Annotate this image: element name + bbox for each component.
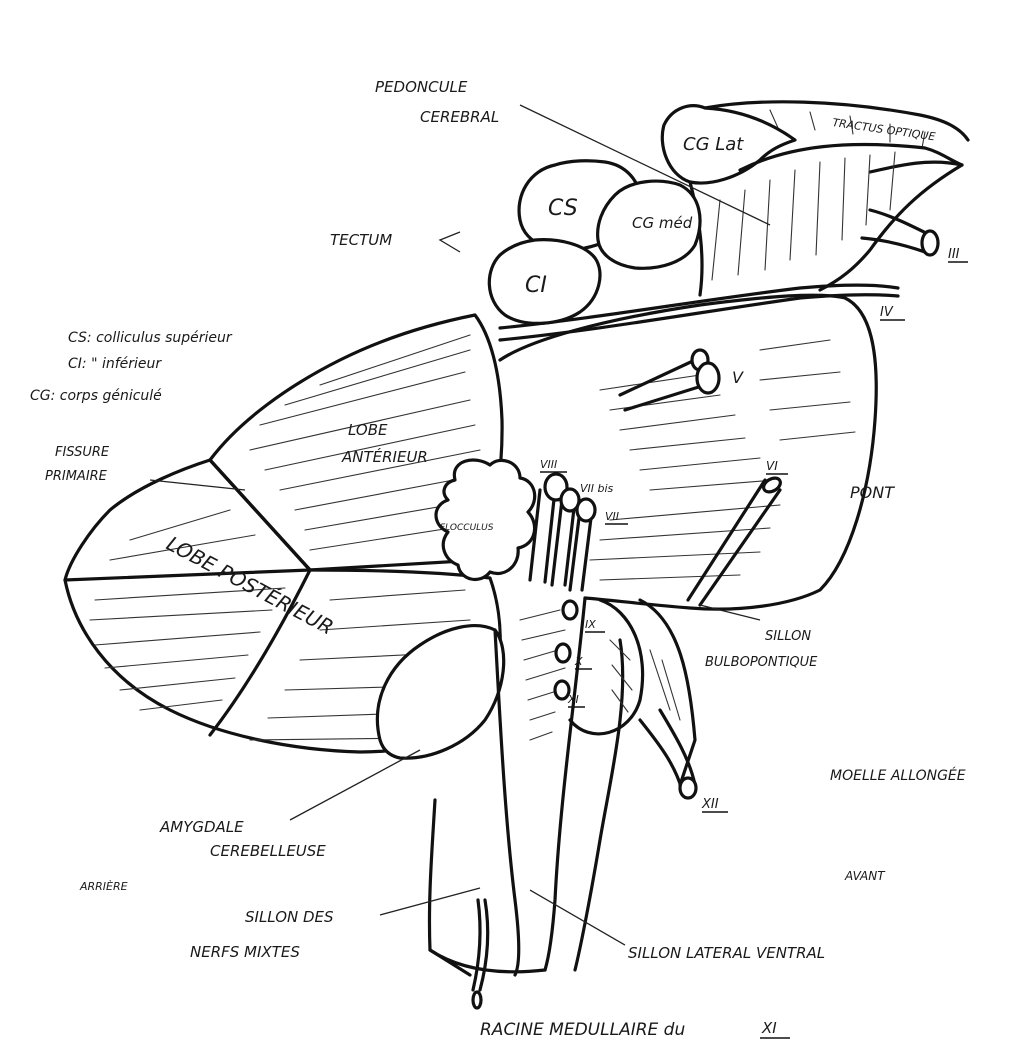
legend-line-1: CS: colliculus supérieur	[68, 330, 233, 346]
avant-label: AVANT	[844, 869, 886, 883]
cg-med-label: CG méd	[632, 214, 693, 232]
pont-shape	[500, 295, 876, 609]
nerve-iv-label: IV	[880, 305, 894, 320]
tractus-label: TRACTUS OPTIQUE	[832, 116, 937, 143]
sillon-bulbo-label-2: BULBOPONTIQUE	[705, 655, 818, 670]
nerve-x-label: X	[574, 655, 583, 668]
ci-label: CI	[525, 273, 547, 298]
flocculus-label: FLOCCULUS	[440, 523, 494, 533]
cg-lat-label: CG Lat	[683, 134, 744, 155]
tectum-arrow	[440, 232, 460, 252]
legend-line-3: CG: corps géniculé	[30, 388, 162, 404]
nerve-iii-label: III	[948, 247, 960, 262]
pedoncule-label-1: PEDONCULE	[375, 78, 468, 96]
racine-nerve-label: XI	[761, 1019, 777, 1037]
sillon-bulbo-label-1: SILLON	[765, 629, 811, 644]
amygdale-label-2: CEREBELLEUSE	[210, 842, 326, 860]
sillon-nerfs-label-1: SILLON DES	[245, 908, 334, 926]
nerve-viii-label: VIII	[540, 458, 557, 471]
lobe-posterieur-label: LOBE POSTÉRIEUR	[163, 531, 338, 639]
fissure-label-1: FISSURE	[55, 445, 110, 460]
legend-line-2: CI: " inférieur	[68, 356, 162, 372]
nerve-vi-label: VI	[766, 459, 778, 473]
pedoncule-label-2: CEREBRAL	[420, 108, 499, 126]
fissure-label-2: PRIMAIRE	[45, 469, 108, 484]
nerve-xi-label: XI	[567, 693, 579, 706]
tectum-label: TECTUM	[330, 231, 392, 249]
pont-label: PONT	[850, 483, 895, 502]
flocculus-shape	[436, 460, 535, 579]
arriere-label: ARRIÈRE	[79, 880, 128, 893]
sillon-nerfs-label-2: NERFS MIXTES	[190, 943, 300, 961]
cs-label: CS	[548, 196, 578, 221]
nerve-vii-label: VII	[605, 510, 619, 523]
nerve-xii-label: XII	[701, 797, 719, 812]
sillon-lateral-label: SILLON LATERAL VENTRAL	[628, 944, 825, 962]
lobe-anterieur-label-2: ANTÉRIEUR	[341, 447, 428, 466]
nerve-iii-shape	[862, 210, 938, 255]
nerve-vi-shape	[688, 475, 783, 605]
nerve-vii-bis-label: VII bis	[580, 482, 614, 495]
lobe-anterieur-label-1: LOBE	[348, 421, 388, 439]
racine-label: RACINE MEDULLAIRE du	[480, 1020, 685, 1040]
nerve-v-label: V	[732, 368, 744, 387]
moelle-label: MOELLE ALLONGÉE	[830, 767, 966, 784]
amygdale-shape	[377, 626, 503, 759]
nerve-ix-label: IX	[585, 618, 596, 631]
nerve-xii-shape	[640, 710, 696, 798]
amygdale-label-1: AMYGDALE	[159, 818, 244, 836]
